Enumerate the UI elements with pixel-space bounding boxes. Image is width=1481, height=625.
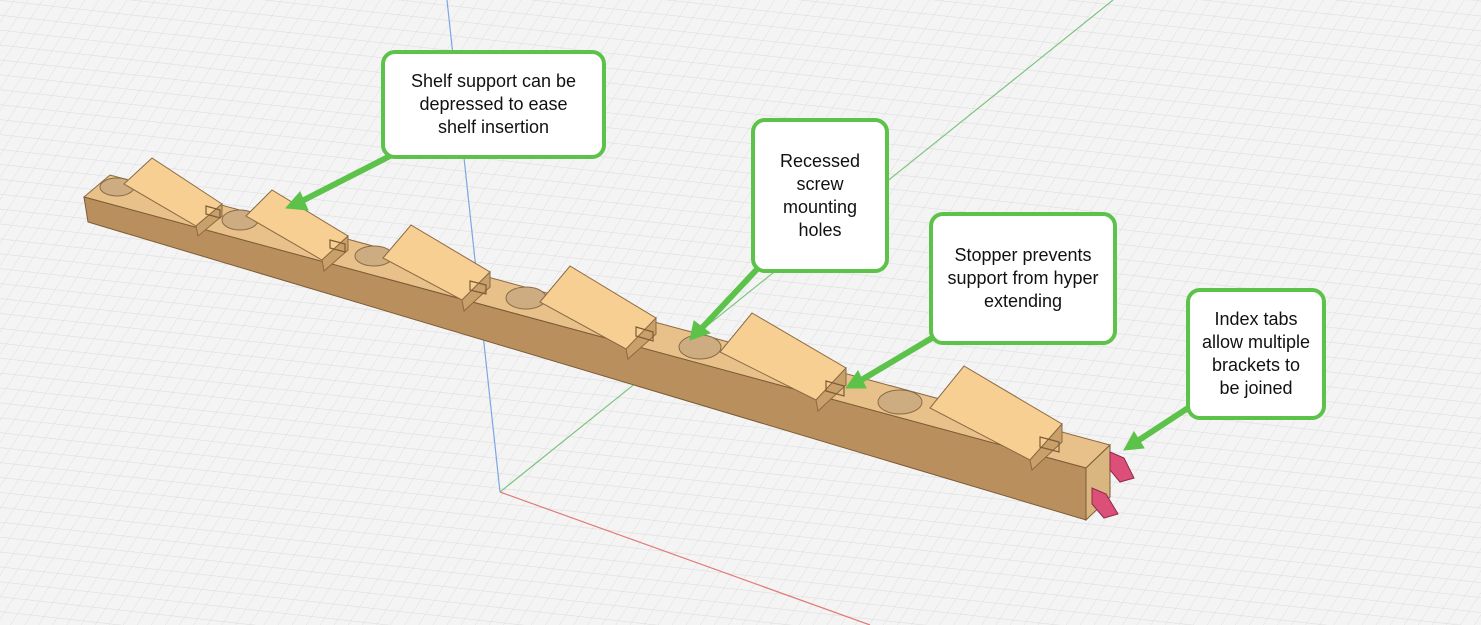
shelf-support-wedge [245,189,349,272]
x-axis [499,491,871,625]
index-tab-pair [1091,451,1135,519]
screw-hole [505,286,547,310]
arrow-index [1134,405,1190,445]
callout-index-tabs: Index tabs allow multiple brackets to be… [1186,288,1326,420]
shelf-support-wedge [539,265,657,360]
shelf-support-wedge [929,365,1063,471]
arrowhead-shelf [284,191,309,211]
callout-screw-holes-text: Recessed screw mounting holes [779,150,861,240]
shelf-bracket-model[interactable] [82,157,1135,522]
callout-index-tabs-text: Index tabs allow multiple brackets to be… [1201,309,1311,398]
screw-hole [678,334,722,360]
arrow-stopper [856,335,934,385]
screw-hole [877,389,923,415]
arrowhead-index [1123,431,1145,451]
callout-shelf-support-text: Shelf support can be depressed to ease s… [410,71,577,137]
stopper-slots [205,205,1060,453]
arrow-screw [697,263,763,333]
arrow-shelf [294,153,392,207]
callout-arrows [284,153,1190,451]
callout-stopper-text: Stopper prevents support from hyper exte… [947,245,1099,311]
index-tab [1109,451,1135,483]
callout-screw-holes: Recessed screw mounting holes [751,118,889,273]
arrowhead-screw [689,320,712,341]
callout-shelf-support: Shelf support can be depressed to ease s… [381,50,606,159]
shelf-support-wedge [719,312,847,412]
shelf-support-wedge [123,157,223,237]
index-tab [1091,487,1119,519]
callout-stopper: Stopper prevents support from hyper exte… [929,212,1117,345]
arrowhead-stopper [845,370,867,389]
